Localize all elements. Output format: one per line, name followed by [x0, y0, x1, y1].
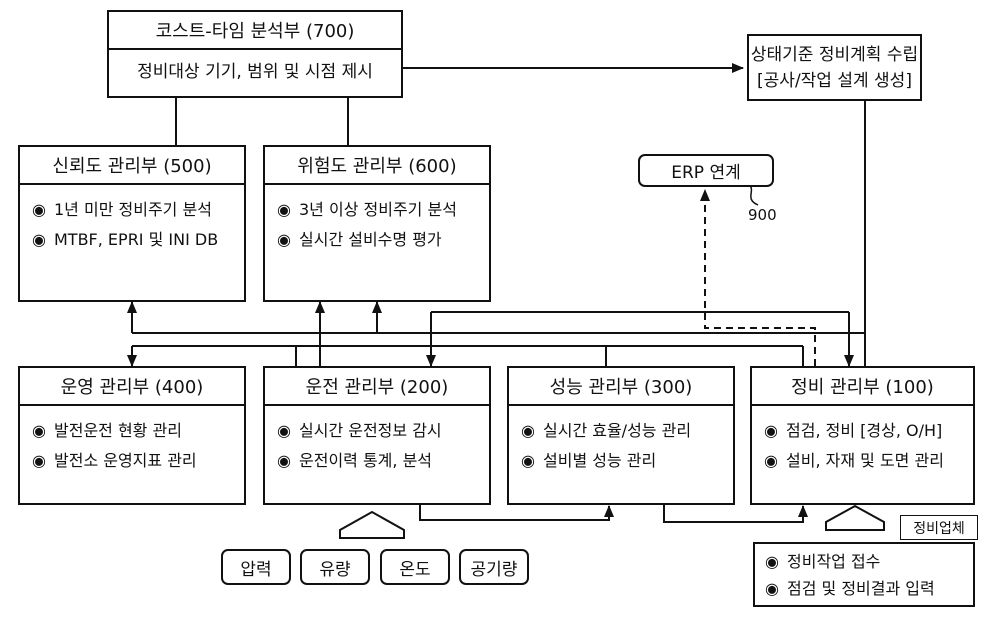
cost-time-title: 코스트-타임 분석부 (700) — [109, 12, 401, 50]
list-item: ◉실시간 효율/성능 관리 — [521, 416, 721, 446]
performance-title: 성능 관리부 (300) — [509, 368, 733, 406]
maintenance-box: 정비 관리부 (100) ◉점검, 정비 [경상, O/H] ◉설비, 자재 및… — [750, 366, 975, 505]
reliability-box: 신뢰도 관리부 (500) ◉1년 미만 정비주기 분석 ◉MTBF, EPRI… — [18, 145, 246, 302]
cbm-plan-line2: [공사/작업 설계 생성] — [757, 68, 912, 94]
cbm-plan-line1: 상태기준 정비계획 수립 — [751, 42, 918, 68]
list-item: ◉점검 및 정비결과 입력 — [765, 575, 963, 602]
risk-title: 위험도 관리부 (600) — [265, 147, 489, 185]
list-item: ◉실시간 설비수명 평가 — [277, 225, 477, 255]
reliability-title: 신뢰도 관리부 (500) — [20, 147, 244, 185]
list-item: ◉실시간 운전정보 감시 — [277, 416, 477, 446]
erp-ref-number: 900 — [748, 206, 777, 224]
list-item: ◉설비별 성능 관리 — [521, 446, 721, 476]
cbm-plan-box: 상태기준 정비계획 수립 [공사/작업 설계 생성] — [747, 34, 922, 101]
input-temperature: 온도 — [380, 549, 450, 585]
cost-time-analysis-box: 코스트-타임 분석부 (700) 정비대상 기기, 범위 및 시점 제시 — [107, 10, 403, 98]
list-item: ◉발전운전 현황 관리 — [32, 416, 232, 446]
input-flow: 유량 — [300, 549, 370, 585]
input-hollow-arrow — [340, 512, 404, 538]
list-item: ◉설비, 자재 및 도면 관리 — [764, 446, 961, 476]
cost-time-subtitle: 정비대상 기기, 범위 및 시점 제시 — [109, 48, 401, 96]
risk-box: 위험도 관리부 (600) ◉3년 이상 정비주기 분석 ◉실시간 설비수명 평… — [263, 145, 491, 302]
erp-box: ERP 연계 — [638, 154, 774, 187]
contractor-tag: 정비업체 — [900, 515, 978, 540]
list-item: ◉발전소 운영지표 관리 — [32, 446, 232, 476]
operation-title: 운영 관리부 (400) — [20, 368, 244, 406]
list-item: ◉1년 미만 정비주기 분석 — [32, 195, 232, 225]
list-item: ◉3년 이상 정비주기 분석 — [277, 195, 477, 225]
list-item: ◉MTBF, EPRI 및 INI DB — [32, 225, 232, 255]
contractor-hollow-arrow — [826, 506, 884, 530]
line-performance-to-maintenance — [664, 505, 803, 522]
contractor-box: ◉정비작업 접수 ◉점검 및 정비결과 입력 — [753, 542, 975, 607]
list-item: ◉정비작업 접수 — [765, 548, 963, 575]
line-driving-to-performance — [420, 505, 609, 520]
driving-title: 운전 관리부 (200) — [265, 368, 489, 406]
performance-box: 성능 관리부 (300) ◉실시간 효율/성능 관리 ◉설비별 성능 관리 — [507, 366, 735, 505]
list-item: ◉운전이력 통계, 분석 — [277, 446, 477, 476]
driving-box: 운전 관리부 (200) ◉실시간 운전정보 감시 ◉운전이력 통계, 분석 — [263, 366, 491, 505]
input-pressure: 압력 — [221, 549, 291, 585]
input-air-volume: 공기량 — [459, 549, 529, 585]
maintenance-title: 정비 관리부 (100) — [752, 368, 973, 406]
operation-box: 운영 관리부 (400) ◉발전운전 현황 관리 ◉발전소 운영지표 관리 — [18, 366, 246, 505]
list-item: ◉점검, 정비 [경상, O/H] — [764, 416, 961, 446]
